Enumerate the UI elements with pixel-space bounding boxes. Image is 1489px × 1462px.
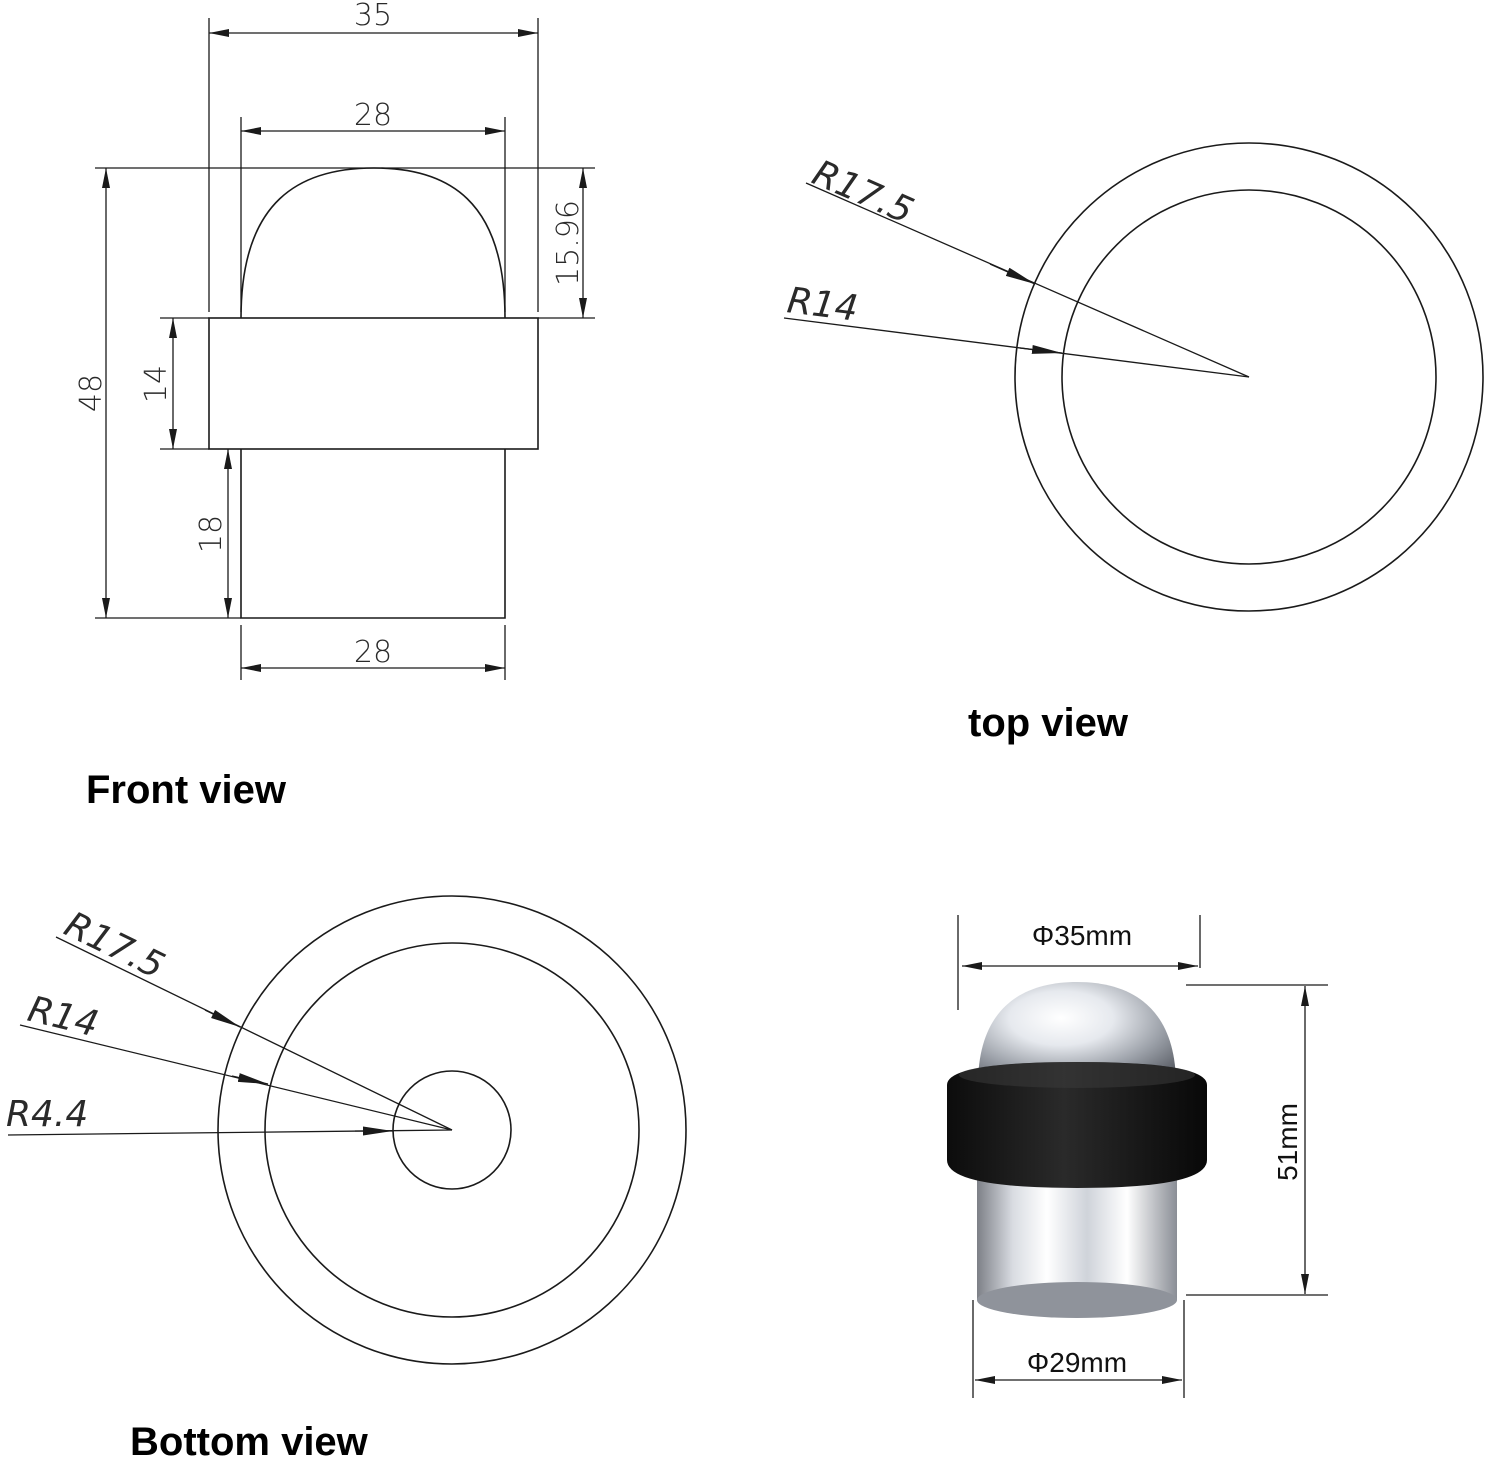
photo-chrome-dome [978,982,1176,1085]
photo-rubber-ring [947,1062,1207,1188]
dim-photo-top-diameter: Φ35mm [1032,920,1132,951]
dim-overall-width: 35 [354,0,392,33]
dim-bottom-inner-radius: R14 [24,989,103,1046]
dim-base-width: 28 [354,635,392,670]
top-view-title: top view [968,701,1129,745]
dim-top-inner-radius: R14 [785,280,860,330]
bottom-outer-circle [217,895,687,1365]
dim-dome-width: 28 [354,98,392,133]
bottom-inner-circle [264,942,640,1318]
dim-bottom-hole-radius: R4.4 [6,1094,88,1135]
dim-ring-height: 14 [139,365,174,403]
bottom-view-drawing: R17.5 R14 R4.4 Bottom view [6,895,687,1462]
top-outer-circle [1014,142,1484,612]
bottom-hole-circle [392,1070,512,1190]
photo-chrome-base [977,1175,1177,1313]
front-ring-outline [208,317,539,450]
door-stopper-photo: Φ35mm 51mm Φ29mm [947,915,1328,1398]
dim-photo-height: 51mm [1272,1103,1303,1181]
dim-bottom-outer-radius: R17.5 [58,904,171,987]
bottom-view-title: Bottom view [130,1420,369,1462]
dim-top-outer-radius: R17.5 [806,153,919,233]
dim-base-height: 18 [194,515,229,553]
dim-dome-height: 15.96 [551,200,586,286]
dim-photo-bottom-diameter: Φ29mm [1027,1347,1127,1378]
dim-overall-height: 48 [74,374,109,412]
front-view-drawing: 35 28 15.96 48 14 18 28 Front view [74,0,595,812]
front-base-outline [240,449,506,619]
top-inner-circle [1061,189,1437,565]
front-dome-outline [240,167,506,319]
front-view-title: Front view [86,768,287,812]
top-view-drawing: R17.5 R14 top view [783,142,1484,745]
